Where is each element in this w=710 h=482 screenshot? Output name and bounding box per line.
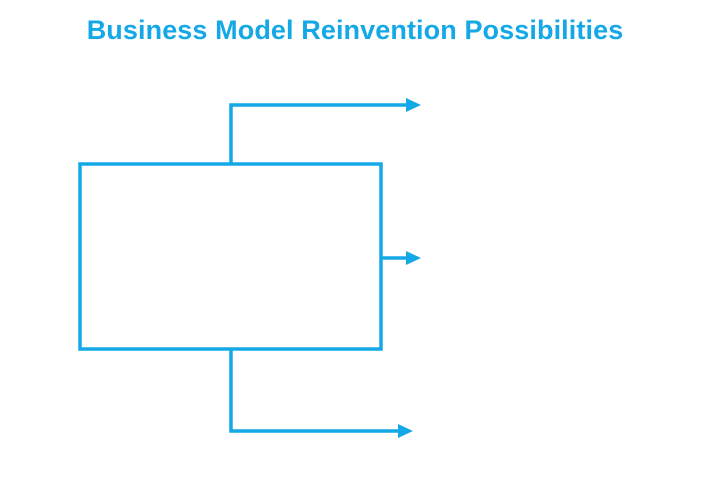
- central-box: [78, 162, 383, 351]
- diagram-title: Business Model Reinvention Possibilities: [86, 15, 624, 45]
- upper-arrowhead-icon: [406, 98, 421, 112]
- lower-connector-line: [229, 349, 398, 433]
- lower-arrowhead-icon: [398, 424, 413, 438]
- middle-arrowhead-icon: [406, 251, 421, 265]
- upper-connector-line: [229, 103, 406, 164]
